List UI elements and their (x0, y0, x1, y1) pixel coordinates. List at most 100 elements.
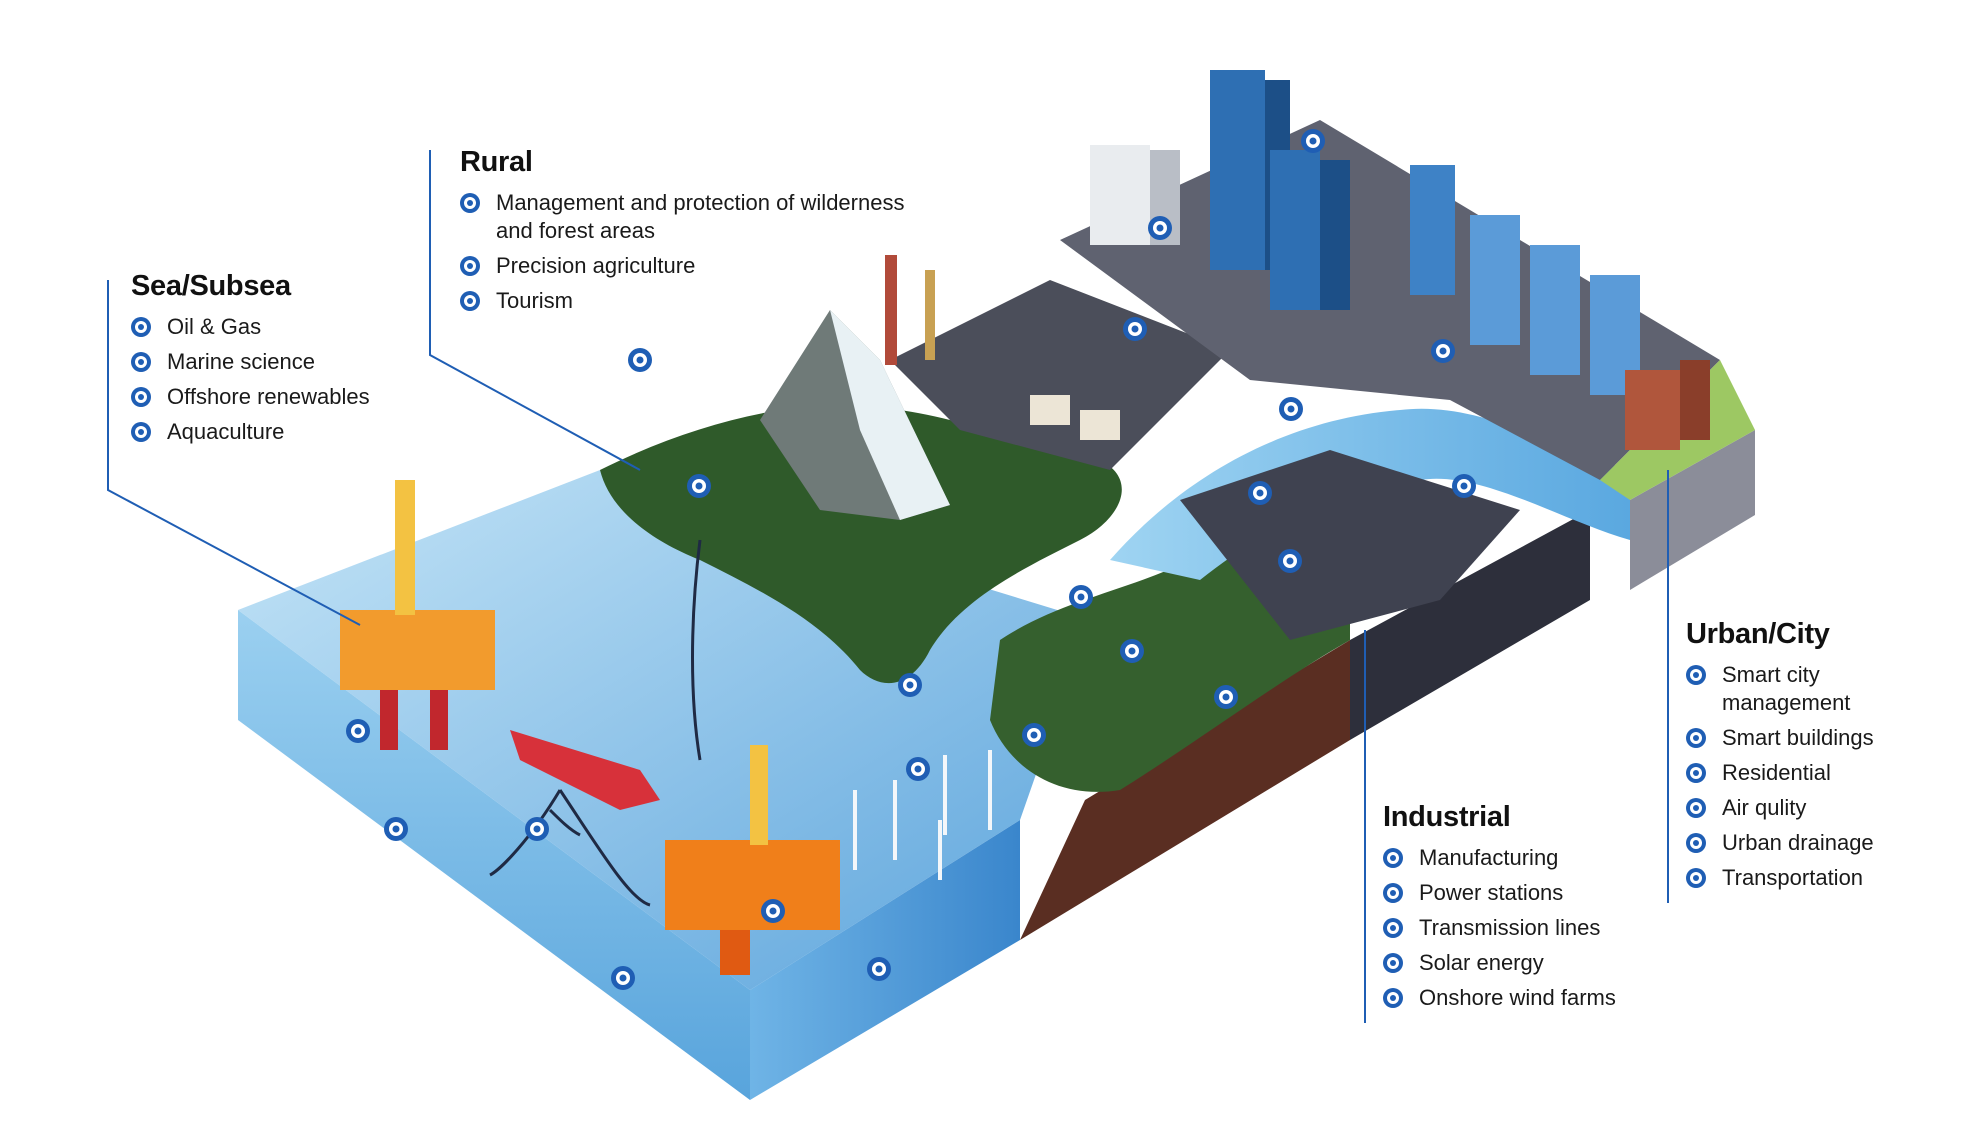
list-item-label: Tourism (496, 288, 574, 313)
list-item: Smart buildings (1686, 724, 1922, 752)
city-base-face (1350, 510, 1590, 740)
derrick (750, 745, 768, 845)
chimney (925, 270, 935, 360)
industrial-list: Manufacturing Power stations Transmissio… (1383, 844, 1616, 1012)
list-item: Power stations (1383, 879, 1616, 907)
list-item-label: Precision agriculture (496, 253, 696, 278)
list-item-label: Transportation (1722, 865, 1864, 890)
location-marker-icon (1214, 685, 1238, 709)
location-marker-icon (525, 817, 549, 841)
bullet-icon (1686, 728, 1706, 748)
list-item: Urban drainage (1686, 829, 1922, 857)
location-marker-icon (1278, 549, 1302, 573)
bullet-icon (1686, 665, 1706, 685)
city-buildings (1090, 70, 1710, 450)
bullet-icon (131, 317, 151, 337)
location-marker-icon (761, 899, 785, 923)
location-marker-icon (906, 757, 930, 781)
rural-leader (429, 150, 641, 471)
location-marker-icon (1148, 216, 1172, 240)
list-item: Management and protection of wilderness … (460, 189, 916, 245)
list-item: Precision agriculture (460, 252, 916, 280)
platform-deck (665, 840, 840, 930)
bullet-icon (1686, 763, 1706, 783)
urban-city-list: Smart city management Smart buildings Re… (1686, 661, 1922, 892)
location-marker-icon (867, 957, 891, 981)
sea-leader (107, 280, 361, 626)
mountain-snow (830, 310, 950, 520)
list-item: Offshore renewables (131, 383, 370, 411)
list-item-label: Manufacturing (1419, 845, 1559, 870)
list-item-label: Aquaculture (167, 419, 285, 444)
list-item: Tourism (460, 287, 916, 315)
platform-leg (720, 930, 750, 975)
bullet-icon (1383, 848, 1403, 868)
tower (1410, 165, 1455, 295)
list-item-label: Oil & Gas (167, 314, 262, 339)
location-marker-icon (1279, 397, 1303, 421)
industrial-title: Industrial (1383, 801, 1511, 833)
bullet-icon (460, 291, 480, 311)
leader-lines (107, 150, 1669, 1023)
location-marker-icon (687, 474, 711, 498)
offshore-wind-turbines (853, 750, 992, 880)
location-marker-icon (1022, 723, 1046, 747)
oil-platform-left (340, 480, 495, 750)
bullet-icon (1686, 868, 1706, 888)
bullet-icon (460, 193, 480, 213)
list-item: Transportation (1686, 864, 1922, 892)
industrial-chimneys (885, 255, 1120, 440)
bullet-icon (460, 256, 480, 276)
list-item-label: Solar energy (1419, 950, 1544, 975)
platform-deck (340, 610, 495, 690)
list-item-label: Marine science (167, 349, 315, 374)
sea-subsea-title: Sea/Subsea (131, 270, 291, 302)
bullet-icon (1383, 988, 1403, 1008)
oil-platform-right (665, 745, 840, 975)
location-marker-icon (1120, 639, 1144, 663)
rural-title: Rural (460, 146, 533, 178)
list-item: Manufacturing (1383, 844, 1616, 872)
tower (1320, 160, 1350, 310)
urban-city-panel: Urban/City Smart city management Smart b… (1686, 618, 1922, 899)
location-marker-icon (898, 673, 922, 697)
platform-leg (430, 690, 448, 750)
list-item: Aquaculture (131, 418, 370, 446)
subsea-cables (489, 539, 702, 907)
list-item: Smart city management (1686, 661, 1922, 717)
list-item: Onshore wind farms (1383, 984, 1616, 1012)
list-item: Transmission lines (1383, 914, 1616, 942)
list-item-label: Management and protection of wilderness … (496, 190, 905, 243)
location-marker-icon (346, 719, 370, 743)
location-marker-icon (1301, 129, 1325, 153)
list-item-label: Residential (1722, 760, 1831, 785)
tower (1470, 215, 1520, 345)
storage-tank (1080, 410, 1120, 440)
residential-building (1680, 360, 1710, 440)
bullet-icon (131, 352, 151, 372)
platform-leg (380, 690, 398, 750)
list-item-label: Offshore renewables (167, 384, 370, 409)
list-item-label: Smart buildings (1722, 725, 1874, 750)
urban-city-title: Urban/City (1686, 618, 1830, 650)
bullet-icon (1383, 883, 1403, 903)
forest-island (600, 404, 1122, 684)
tower (1210, 70, 1265, 270)
location-marker-icon (1248, 481, 1272, 505)
location-marker-icon (1431, 339, 1455, 363)
location-markers (346, 129, 1476, 990)
location-marker-icon (1123, 317, 1147, 341)
list-item-label: Onshore wind farms (1419, 985, 1616, 1010)
storage-tank (1030, 395, 1070, 425)
sea-subsea-panel: Sea/Subsea Oil & Gas Marine science Offs… (131, 270, 370, 453)
location-marker-icon (628, 348, 652, 372)
residential-building (1625, 370, 1680, 450)
list-item: Air qulity (1686, 794, 1922, 822)
bullet-icon (1686, 798, 1706, 818)
list-item-label: Power stations (1419, 880, 1564, 905)
location-marker-icon (1452, 474, 1476, 498)
location-marker-icon (1069, 585, 1093, 609)
tower (1270, 150, 1320, 310)
bullet-icon (1383, 953, 1403, 973)
location-marker-icon (384, 817, 408, 841)
